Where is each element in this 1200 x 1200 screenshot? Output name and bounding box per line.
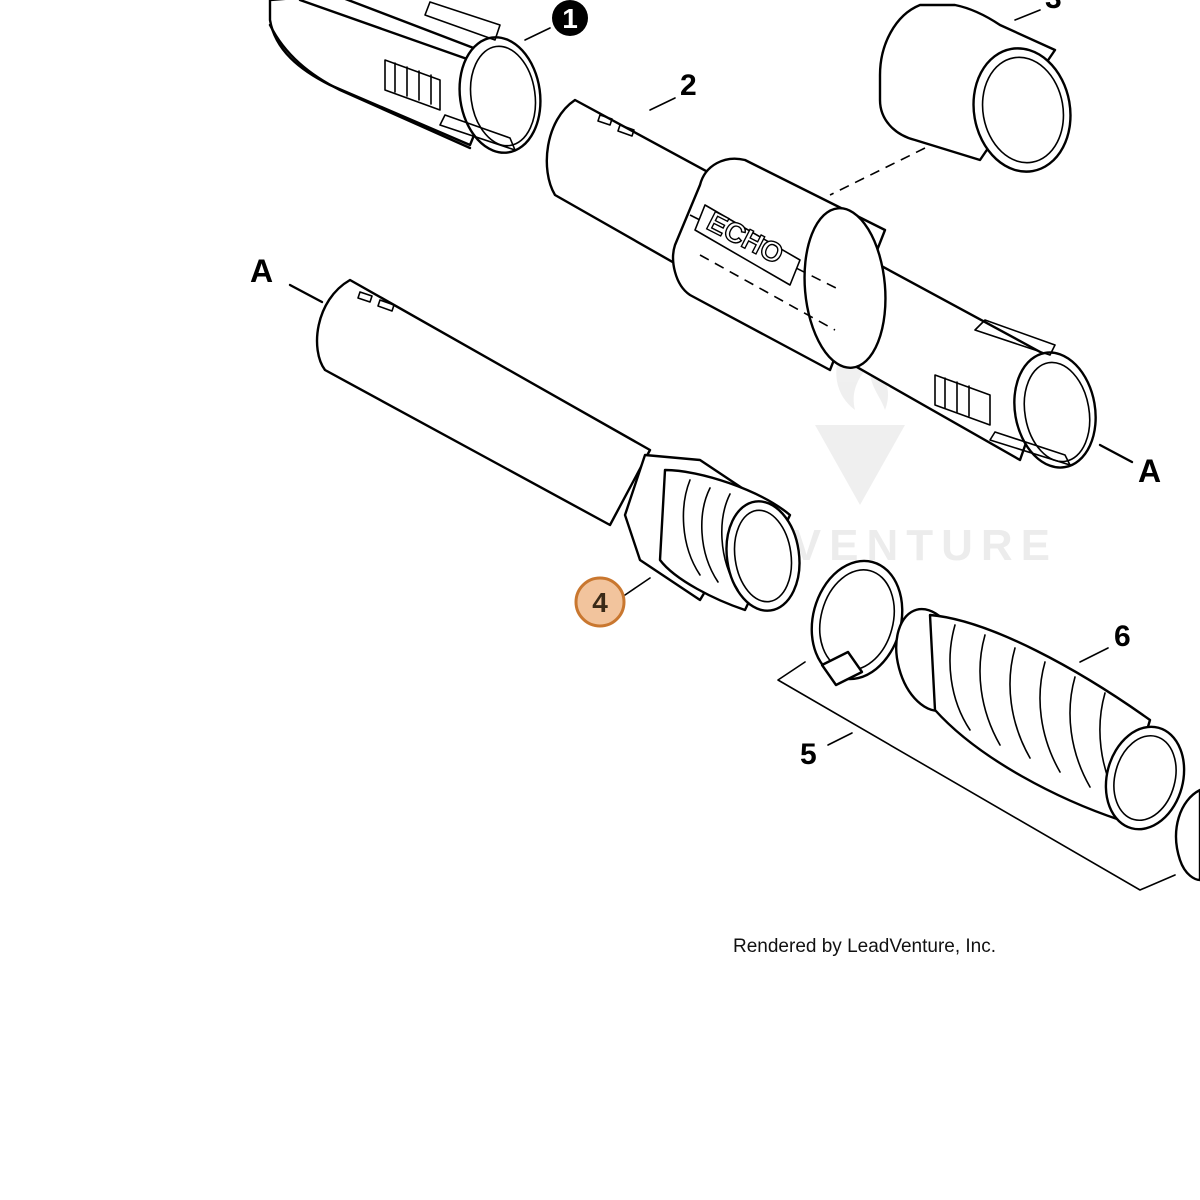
svg-text:2: 2 xyxy=(680,69,697,102)
render-credit: Rendered by LeadVenture, Inc. xyxy=(733,936,996,957)
callout-3[interactable]: 3 xyxy=(1045,0,1062,15)
svg-text:1: 1 xyxy=(562,3,578,34)
svg-text:6: 6 xyxy=(1114,620,1131,653)
part-3-sleeve[interactable]: 3 xyxy=(878,0,1080,179)
svg-text:4: 4 xyxy=(592,587,608,618)
svg-text:A: A xyxy=(250,253,273,289)
part-2-tube[interactable]: ECHO xyxy=(545,98,1105,474)
callout-5[interactable]: 5 xyxy=(800,738,817,771)
callout-2[interactable]: 2 xyxy=(649,69,697,111)
callout-1[interactable]: 1 xyxy=(524,0,588,41)
part-4-tube[interactable] xyxy=(315,278,806,615)
alignment-dashed-line xyxy=(829,147,926,196)
part-1-tube[interactable] xyxy=(268,0,548,158)
part-5-clamp[interactable] xyxy=(799,551,915,690)
callout-6[interactable]: 6 xyxy=(1079,620,1131,663)
ref-a-right: A xyxy=(1098,443,1161,489)
callout-4-highlighted[interactable]: 4 xyxy=(574,576,651,628)
svg-text:A: A xyxy=(1138,453,1161,489)
kit-bracket-5: 5 xyxy=(777,661,1176,891)
ref-a-left: A xyxy=(250,253,324,304)
part-6-hose[interactable] xyxy=(886,601,1200,882)
